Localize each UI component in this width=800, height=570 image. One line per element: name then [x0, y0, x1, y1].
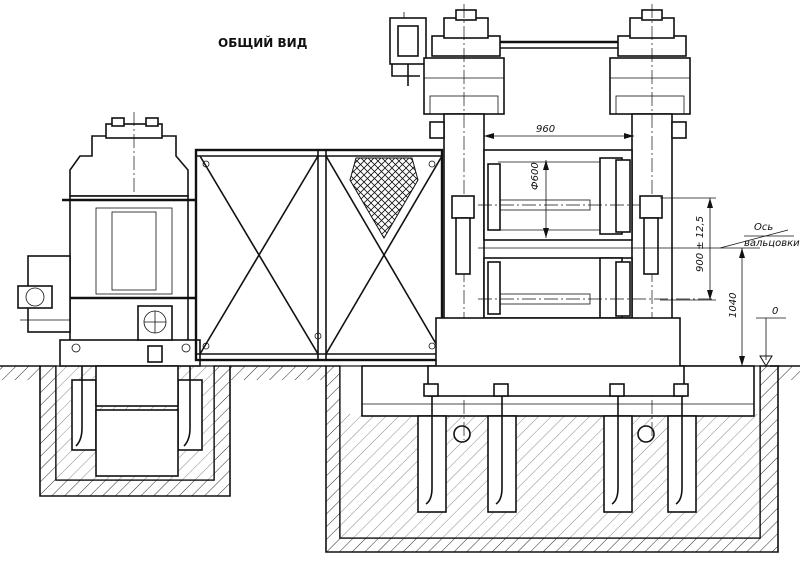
- dim-roll-spacing: 960: [536, 124, 555, 135]
- axis-label-line2: вальцовки: [744, 238, 800, 249]
- axis-label-line1: Ось: [754, 222, 773, 233]
- dim-axis-height: 1040: [728, 293, 739, 318]
- zero-level-label: 0: [772, 306, 778, 317]
- gear-reducer: [17, 112, 201, 407]
- drawing-title: ОБЩИЙ ВИД: [218, 35, 307, 50]
- dimension-lines: [484, 133, 794, 367]
- anchor-bolts: [75, 366, 683, 505]
- roll-stand: [389, 4, 760, 440]
- dim-roll-gap: 900 ± 12,5: [695, 216, 706, 272]
- dim-roll-diameter: Ф600: [530, 162, 541, 190]
- coupling-guard: [194, 148, 444, 362]
